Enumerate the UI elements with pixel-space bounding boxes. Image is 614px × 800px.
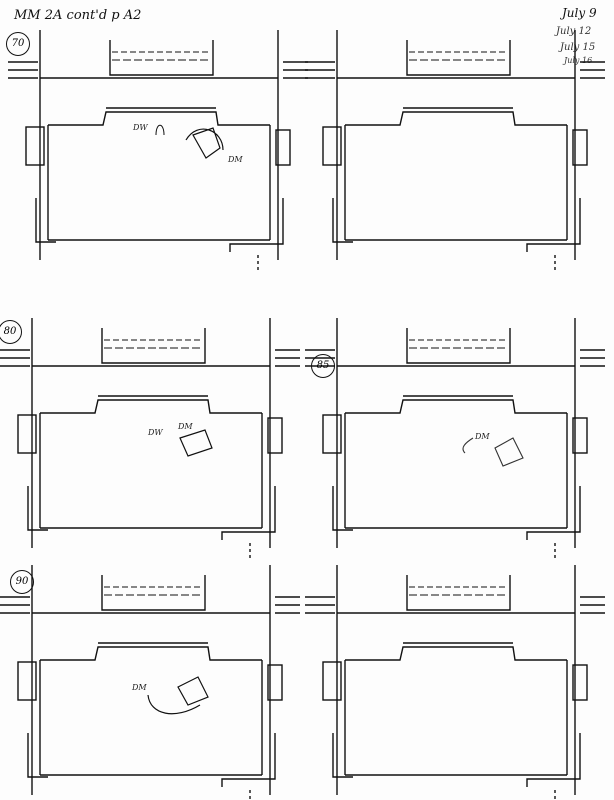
diagram-panel-85: 85 DM xyxy=(305,318,605,578)
panel-number: 80 xyxy=(0,320,22,344)
note-dm: DM xyxy=(228,155,243,164)
panel-number: 85 xyxy=(311,354,335,378)
room-plan xyxy=(0,318,300,558)
date-1: July 9 xyxy=(562,6,597,20)
room-plan xyxy=(305,565,605,800)
note-dw: DW xyxy=(148,428,163,437)
note-dm: DM xyxy=(475,432,490,441)
date-4: July 16 xyxy=(564,56,593,65)
panel-number: 70 xyxy=(6,32,30,56)
note-dm: DM xyxy=(132,683,147,692)
room-plan xyxy=(8,30,308,270)
room-plan xyxy=(305,30,605,270)
room-plan xyxy=(305,318,605,558)
diagram-panel-80: 80 DW DM xyxy=(0,318,300,578)
position-marker xyxy=(462,437,524,467)
page-title: MM 2A cont'd p A2 xyxy=(14,8,142,23)
position-marker xyxy=(179,429,213,457)
panel-number: 90 xyxy=(10,570,34,594)
position-marker xyxy=(155,124,224,159)
note-dw: DW xyxy=(133,123,148,132)
date-2: July 12 xyxy=(556,26,592,37)
diagram-panel-90: 90 DM xyxy=(0,565,300,800)
diagram-panel-70: 70 DW DM xyxy=(6,30,308,290)
position-marker xyxy=(147,676,209,715)
room-plan xyxy=(0,565,300,800)
diagram-panel-6 xyxy=(305,565,605,800)
diagram-panel-2 xyxy=(305,30,605,290)
note-dm: DM xyxy=(178,422,193,431)
date-3: July 15 xyxy=(560,42,596,53)
